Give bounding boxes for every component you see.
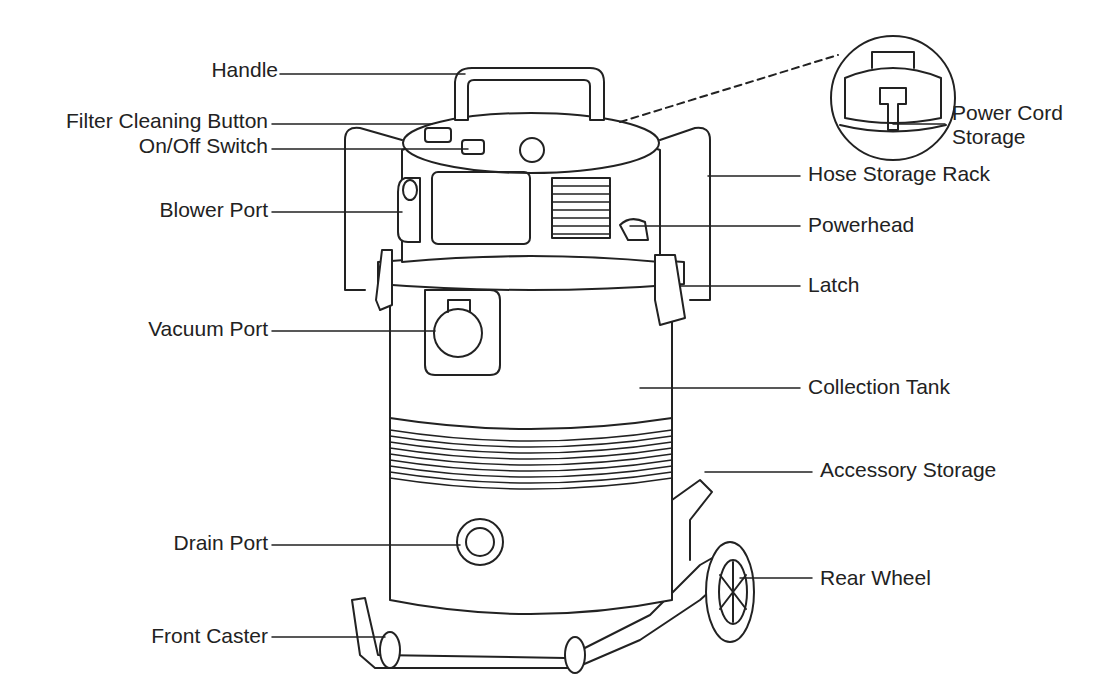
side-clip [620,219,648,240]
front-caster [565,637,585,673]
tank-ridges [390,430,672,489]
part-label: Handle [211,58,278,82]
inset-rim [840,125,946,132]
rear-wheel [706,542,754,642]
vacuum-port-tab [448,300,470,312]
part-label: Rear Wheel [820,566,931,590]
latch [376,250,392,310]
vent-grill [552,178,610,238]
drain-port-cap [466,528,494,556]
part-label: Collection Tank [808,375,950,399]
front-window [432,172,530,244]
part-label: Blower Port [159,198,268,222]
collection-tank [390,270,672,614]
drain-port [457,519,503,565]
part-label: On/Off Switch [139,134,268,158]
part-label: Accessory Storage [820,458,996,482]
rear-wheel-spokes [720,562,746,622]
leader-line [893,123,945,125]
leader-line [640,387,800,389]
part-label: Power Cord Storage [952,101,1092,149]
part-label: Hose Storage Rack [808,162,990,186]
leader-line [272,330,435,332]
leader-line [272,123,432,125]
vent-slots [552,186,610,234]
hose-storage-rack [345,128,402,290]
leader-line [680,285,800,287]
leader-line [272,211,402,213]
leader-line [272,636,385,638]
part-label: Powerhead [808,213,914,237]
leader-line [708,175,800,177]
blower-port-cap [403,180,417,200]
latch [655,255,685,325]
part-label: Filter Cleaning Button [66,109,268,133]
detail-inset [831,36,955,160]
part-label: Drain Port [173,531,268,555]
leader-line [272,148,468,150]
handle [455,68,604,120]
accessory-storage [672,480,712,560]
leader-line [280,73,465,75]
blower-port [398,178,420,242]
inset-leader [620,55,838,122]
part-label: Vacuum Port [148,317,268,341]
part-label: Front Caster [151,624,268,648]
power-cord-outlet [520,138,544,162]
vacuum-port [434,309,482,357]
vacuum-port-housing [425,290,500,375]
leader-lines [272,74,945,637]
leader-line [272,544,460,546]
filter-cleaning-button [425,128,451,142]
part-label: Latch [808,273,859,297]
on-off-switch [462,140,484,154]
tank-seam [390,418,672,429]
rear-wheel-hub [719,560,747,624]
inset-handle [872,52,914,68]
inset-powerhead [845,68,941,123]
leader-line [740,577,812,579]
leader-line [630,225,800,227]
leader-line [705,471,812,473]
